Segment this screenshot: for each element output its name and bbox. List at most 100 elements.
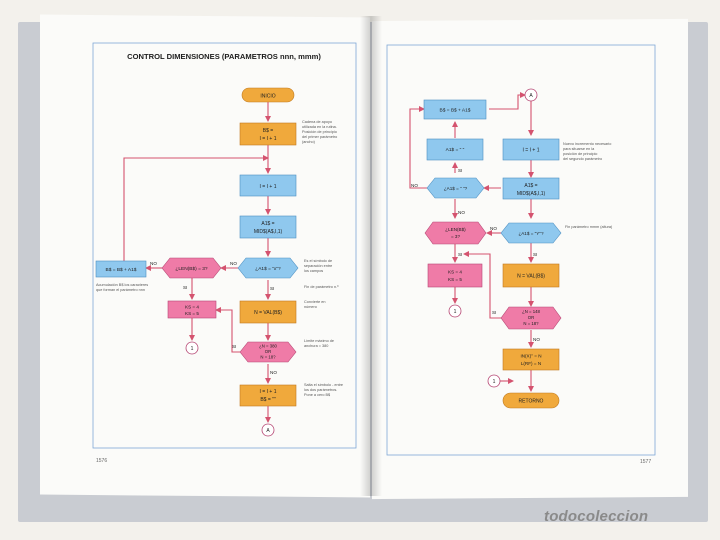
annotation-a6-1: Salta el símbolo - entre [304,383,343,387]
label-no-right-1: NO [411,183,418,188]
annotation-b1-3: posición de principio [563,152,597,156]
init-box [239,122,297,146]
decision-length-right-line-1: ¿LEN(B$) [445,227,466,232]
watermark-text: todocoleccion [544,508,649,525]
concat-box [95,260,147,278]
annotation-a2-1: Es el símbolo de [304,259,332,263]
decision-length-label: ¿LEN(B$) = 3? [175,266,207,272]
init-line-2: I = I + 1 [260,136,277,142]
return-terminal [502,392,560,409]
ks-line-2: KS = 5 [185,311,199,316]
label-no-right-4: NO [533,337,540,342]
val-right-label: N = VAL(B$) [517,274,545,280]
assign-right-line-2: L(RF) = N [521,361,541,366]
annotation-a6-3: Pone a cero B$ [304,393,331,397]
increment-box [239,174,297,197]
annotation-a4-1: Convierte en [304,300,326,304]
annotation-a7-2: que forman el parámetro nnn [96,288,145,292]
increment-label: I = I + 1 [260,184,277,190]
decision-separator-label: ¿A1$ = "x"? [255,266,281,272]
decision-limit-line-2: OR [265,349,271,354]
label-yes-right-4: SI [492,310,496,315]
label-si-right-3: SI [533,252,537,257]
label-no-3: NO [270,370,277,375]
left-page-frame [92,42,357,449]
annotation-a2-2: separación entre [304,264,332,268]
decision-limit-right-line-1: ¿N = 148 [522,309,540,314]
blank-assign-label: A1$ = " " [446,147,465,153]
mid-box [239,215,297,239]
return-label: RETORNO [519,399,544,405]
annotation-b1-2: para situarse en la [563,147,595,151]
connector-a-right [524,88,538,102]
ks-right-line-1: KS = 4 [448,270,462,275]
annotation-b2-1: Fin parámetro mmm (altura) [565,225,613,229]
annotation-b1-4: del segundo parámetro [563,157,602,161]
val-label: N = VAL(B$) [254,310,282,316]
start-terminal [241,87,295,103]
connector-1-right-b-label: 1 [493,379,496,385]
book-gutter [360,16,382,496]
mid-right-line-2: MID$(A$,I,1) [517,191,546,197]
decision-limit [239,341,297,363]
label-yes-right-2: SI [458,252,462,257]
decision-length-right-line-2: = 3? [451,234,461,239]
annotation-a1-3: Posición de principio [302,130,337,134]
ks-box [167,300,217,319]
decision-blank-label: ¿A1$ = " "? [444,186,468,191]
init-line-1: B$ = [263,128,274,134]
decision-length [161,257,222,279]
annotation-a7-1: Acumulación B$ los caracteres [96,283,148,287]
decision-limit-line-3: N = 18? [260,355,276,360]
connector-1-right-a [448,304,462,318]
annotation-a1-2: utilizada en la rutina. [302,125,337,129]
increment-box-right [502,138,560,161]
mid-right-line-1: A1$ = [524,183,537,189]
decision-separator [237,257,299,279]
decision-length-right [424,221,487,245]
connector-1-right-b [487,374,501,388]
left-page-title: CONTROL DIMENSIONES (PARAMETROS nnn, mmm… [127,52,321,61]
connector-1-left [185,341,199,355]
reset-line-2: B$ = "" [260,397,276,403]
annotation-a4-2: número [304,305,317,309]
decision-end-param [500,222,562,244]
annotation-a1-1: Cadena de apoyo [302,120,332,124]
val-box-right [502,263,560,288]
annotation-a3-1: Fin de parámetro n.º [304,285,339,289]
right-page-number: 1577 [640,459,651,465]
annotation-a6-2: los dos parámetros. [304,388,337,392]
assign-right-line-1: IN(X)° = N [520,354,541,359]
blank-assign-box [426,138,484,161]
concat-right-label: B$ = B$ + A1$ [440,108,471,114]
concat-box-right [423,99,487,120]
annotation-a2-3: los campos [304,269,323,273]
ks-line-1: KS = 4 [185,305,199,310]
mid-box-right [502,177,560,200]
connector-1-right-a-label: 1 [454,309,457,315]
start-label: INICIO [260,94,275,100]
annotation-b1-1: Nuevo incremento necesario [563,142,611,146]
connector-a-left [261,423,275,437]
assign-box-right [502,348,560,371]
decision-end-param-label: ¿A1$ = "Y"? [518,231,544,236]
left-page-number: 1576 [96,458,107,464]
val-box [239,300,297,324]
label-no-2: NO [150,261,157,266]
mid-line-1: A1$ = [261,221,274,227]
connector-a-left-label: A [266,428,270,434]
annotation-a1-4: del primer parámetro [302,135,337,139]
decision-blank [426,177,485,199]
label-yes-2: SI [183,285,187,290]
increment-right-label: I = I + 1 [523,148,540,154]
annotation-a5-2: anchura = 380 [304,344,328,348]
decision-limit-right-line-3: N = 18? [523,321,539,326]
decision-limit-right-line-2: OR [528,315,534,320]
ks-box-right [427,263,483,288]
decision-limit-line-1: ¿N = 380 [259,344,277,349]
mid-line-2: MID$(A$,I,1) [254,229,283,235]
annotation-a5-1: Límite máximo de [304,339,334,343]
label-yes-3: SI [232,344,236,349]
